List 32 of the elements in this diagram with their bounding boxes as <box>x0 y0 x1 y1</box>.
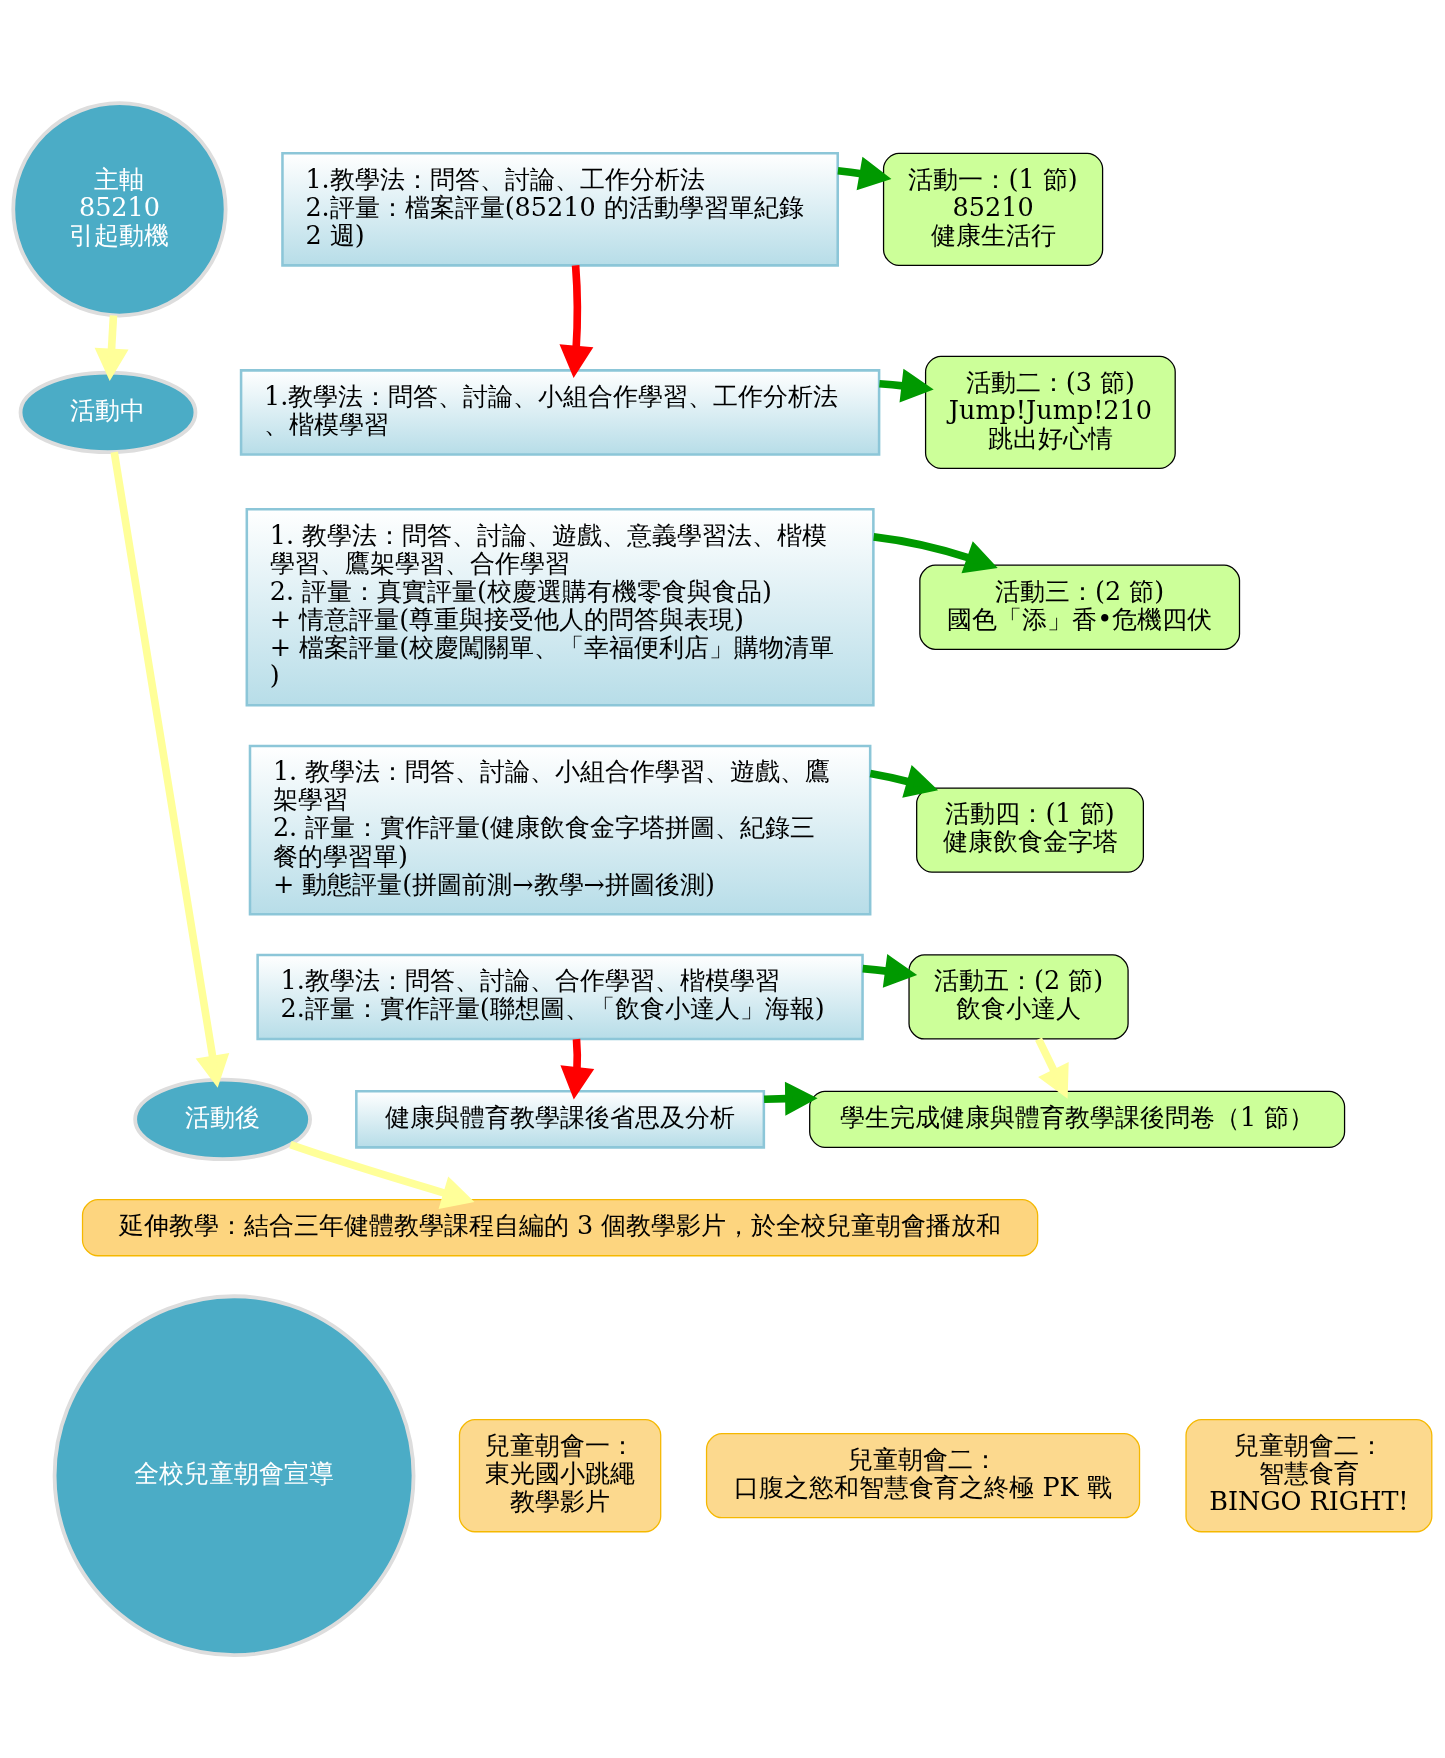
node-box: 兒童朝會一： 東光國小跳繩 教學影片 <box>458 1419 662 1533</box>
arrow <box>862 954 918 988</box>
arrow <box>873 533 998 574</box>
node-box: 活動二：(3 節) Jump!Jump!210 跳出好心情 <box>924 355 1176 470</box>
arrow <box>1035 1037 1069 1099</box>
node-box: 1.教學法：問答、討論、合作學習、楷模學習 2.評量：實作評量(聯想圖、「飲食小達人」海報) <box>256 953 864 1041</box>
arrow <box>560 1038 595 1100</box>
node-box: 活動四：(1 節) 健康飲食金字塔 <box>916 787 1144 873</box>
node-box: 健康與體育教學課後省思及分析 <box>355 1090 766 1149</box>
arrow <box>289 1141 475 1210</box>
node-box: 學生完成健康與體育教學課後問卷（1 節） <box>809 1090 1346 1148</box>
node-circle: 主軸 85210 引起動機 <box>11 101 228 318</box>
arrow <box>869 764 939 798</box>
node-box: 1. 教學法：問答、討論、小組合作學習、遊戲、鷹架學習 2. 評量：實作評量(健康飲食金字塔拼圖、紀錄三餐的學習單) + 動態評量(拼圖前測→教學→拼圖後測) <box>248 744 872 916</box>
arrow <box>879 368 934 403</box>
node-box: 1. 教學法：問答、討論、遊戲、意義學習法、楷模學習、鷹架學習、合作學習 2. 評量：真實評量(校慶選購有機零食與食品) + 情意評量(尊重與接受他人的問答與表現) + 檔案評量(校慶闖關單、「幸福便利店」購物清單) <box>245 507 875 707</box>
node-box: 兒童朝會二： 智慧食育 BINGO RIGHT! <box>1185 1419 1433 1533</box>
node-box: 活動一：(1 節) 85210 健康生活行 <box>882 152 1104 267</box>
arrow <box>559 265 594 378</box>
node-box: 活動三：(2 節) 國色「添」香•危機四伏 <box>919 564 1241 650</box>
arrow <box>94 315 129 381</box>
arrow <box>110 451 230 1088</box>
node-box: 延伸教學：結合三年健體教學課程自編的 3 個教學影片，於全校兒童朝會播放和 <box>81 1199 1039 1257</box>
node-ellipse: 活動中 <box>18 370 198 455</box>
arrow <box>837 156 892 191</box>
node-circle: 全校兒童朝會宣導 <box>52 1294 416 1658</box>
node-box: 活動五：(2 節) 飲食小達人 <box>908 954 1129 1040</box>
node-box: 兒童朝會二： 口腹之慾和智慧食育之終極 PK 戰 <box>705 1433 1141 1519</box>
node-ellipse: 活動後 <box>133 1077 312 1162</box>
node-box: 1.教學法：問答、討論、工作分析法 2.評量：檔案評量(85210 的活動學習單紀錄 2 週) <box>281 152 839 267</box>
node-box: 1.教學法：問答、討論、小組合作學習、工作分析法、楷模學習 <box>239 369 881 456</box>
arrow <box>763 1081 818 1116</box>
